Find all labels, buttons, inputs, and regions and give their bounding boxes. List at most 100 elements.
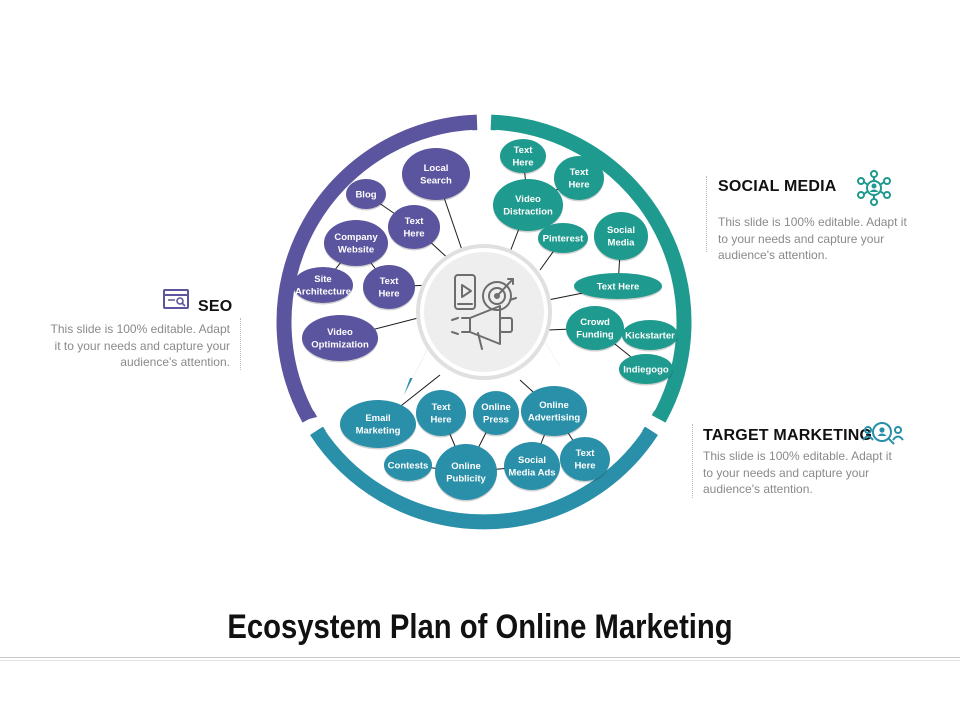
bubble-shape <box>324 220 388 266</box>
bubble-label: Distraction <box>503 207 553 218</box>
bubble-shape <box>619 354 673 384</box>
bubble-shape <box>566 306 624 350</box>
bottom-divider <box>0 657 960 658</box>
bubble-label: Here <box>512 158 533 169</box>
bubble-shape <box>435 444 497 500</box>
bubble-shape <box>402 148 470 200</box>
bubble-shape <box>388 205 440 249</box>
seo-description-line: it to your needs and capture your <box>54 338 230 353</box>
bubble-social-text-here-3: Text Here <box>574 273 662 301</box>
bubble-label: Website <box>338 245 374 256</box>
target-ring-arc <box>310 426 658 530</box>
target-description-line: This slide is 100% editable. Adapt it <box>703 449 892 463</box>
bubble-shape <box>293 267 353 303</box>
target-description-line: to your needs and capture your <box>703 465 870 480</box>
bubble-label: Here <box>378 289 399 300</box>
bubble-label: Text <box>576 448 596 459</box>
bubble-label: Online <box>539 400 569 411</box>
social-network-icon <box>857 170 891 206</box>
bubble-label: Social <box>518 455 546 466</box>
bubble-label: Text <box>514 145 534 156</box>
bubble-shape <box>493 179 563 231</box>
browser-search-icon <box>163 289 189 309</box>
bubble-label: Text <box>432 402 452 413</box>
bottom-divider-secondary <box>0 660 960 661</box>
social-ring-arc <box>490 114 692 423</box>
page-title: Ecosystem Plan of Online Marketing <box>227 608 733 646</box>
bubble-label: Publicity <box>446 474 486 485</box>
bubble-label: Funding <box>576 330 614 341</box>
bubble-label: Here <box>574 461 595 472</box>
bubble-shape <box>500 139 546 173</box>
social-description-line: to your needs and capture your <box>718 231 885 246</box>
bubble-shape <box>302 315 378 361</box>
bubble-label: Social <box>607 225 635 236</box>
bubble-label: Online <box>451 461 481 472</box>
bubble-contests: Contests <box>384 449 432 483</box>
bubble-label: Video <box>515 194 541 205</box>
bubble-indiegogo: Indiegogo <box>619 354 673 386</box>
bubble-shape <box>346 179 386 209</box>
bubble-shape <box>554 156 604 200</box>
bubble-label: Local <box>424 163 449 174</box>
bubble-shape <box>473 391 519 435</box>
bubble-shape <box>416 390 466 436</box>
social-divider <box>706 176 707 252</box>
bubble-label: Video <box>327 327 353 338</box>
bubble-blog: Blog <box>346 179 386 211</box>
bubble-label: Contests <box>388 460 429 471</box>
social-description-line: audience's attention. <box>718 248 828 262</box>
social-description-line: This slide is 100% editable. Adapt it <box>718 215 907 229</box>
target-divider <box>692 424 693 498</box>
bubble-shape <box>504 442 560 490</box>
bubble-shape <box>363 265 415 309</box>
bubble-label: Marketing <box>356 426 401 437</box>
bubble-label: Company <box>334 232 378 243</box>
social-media-heading: SOCIAL MEDIA <box>718 178 837 195</box>
bubble-label: Crowd <box>580 317 610 328</box>
seo-heading: SEO <box>198 298 233 315</box>
target-marketing-description: This slide is 100% editable. Adapt it to… <box>703 448 913 498</box>
bubble-label: Text <box>570 167 590 178</box>
center-hub <box>416 244 552 380</box>
bubble-label: Optimization <box>311 340 369 351</box>
bubble-label: Advertising <box>528 413 580 424</box>
bubble-label: Here <box>403 229 424 240</box>
bubble-label: Kickstarter <box>625 330 675 341</box>
seo-ring-arc <box>276 114 478 423</box>
bubble-shape <box>574 273 662 299</box>
audience-search-icon <box>862 422 904 445</box>
bubble-label: Architecture <box>295 287 351 298</box>
bubble-label: Media Ads <box>508 468 555 479</box>
bubble-label: Text <box>405 216 425 227</box>
bubble-label: Blog <box>355 189 376 200</box>
bubble-shape <box>340 400 416 448</box>
bubble-label: Text Here <box>597 281 640 292</box>
bubble-label: Pinterest <box>543 233 584 244</box>
bubble-shape <box>521 386 587 436</box>
bubble-label: Press <box>483 415 509 426</box>
seo-description-line: audience's attention. <box>120 355 230 369</box>
bubble-shape <box>384 449 432 481</box>
seo-divider <box>240 318 241 370</box>
bubble-shape <box>560 437 610 481</box>
bubble-label: Text <box>380 276 400 287</box>
target-description-line: audience's attention. <box>703 482 813 496</box>
bubble-label: Here <box>430 415 451 426</box>
target-marketing-heading: TARGET MARKETING <box>703 427 873 444</box>
